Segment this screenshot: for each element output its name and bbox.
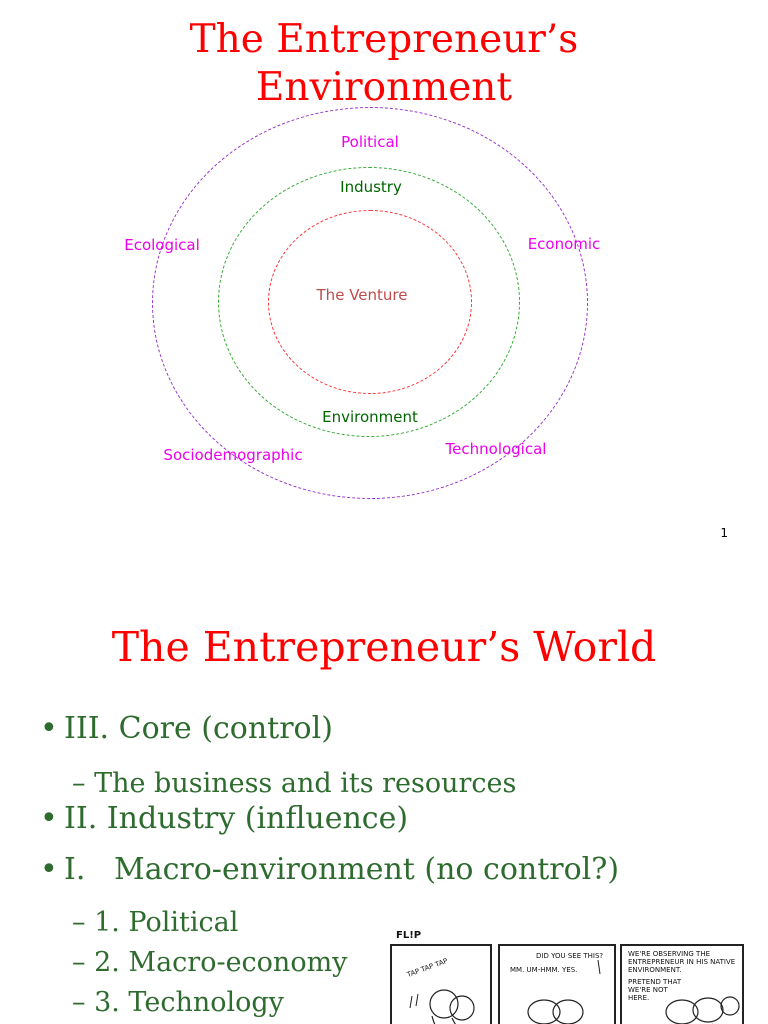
comic-panel-2-reply: MM. UM-HMM. YES. [510,966,578,974]
comic-panel-3-text-2: ENTREPRENEUR IN HIS NATIVE [628,958,736,966]
slide-title-line-1: The Entrepreneur’s [189,17,579,62]
comic-panel-1-drawing [409,989,475,1024]
sub-bullet-macro-economy: – 2. Macro-economy [72,947,348,978]
bullet-core: •III. Core (control) [40,711,333,746]
outer-ring-macro-environment [152,107,588,499]
comic-panel-3-text-1: WE'RE OBSERVING THE [628,950,711,958]
label-technological: Technological [445,440,547,458]
comic-panel-3-text-3: ENVIRONMENT. [628,966,682,974]
comic-panel-3-drawing [665,996,740,1024]
inner-ring-venture [268,210,472,394]
slide-title-line-2: Environment [255,65,513,110]
sub-bullet-political: – 1. Political [72,907,239,938]
comic-panel-2-text: DID YOU SEE THIS? [536,952,604,960]
page-number: 1 [720,526,728,540]
label-environment: Environment [322,408,418,426]
bullet-text: II. Industry (influence) [64,801,409,836]
label-political: Political [341,133,399,151]
bullet-marker: • [40,801,58,836]
label-economic: Economic [527,235,601,253]
bullet-marker: • [40,852,58,887]
slide-title: The Entrepreneur’s World [111,623,657,671]
bullet-text: I. Macro-environment (no control?) [64,852,620,887]
comic-panel-2: DID YOU SEE THIS? MM. UM-HMM. YES. [498,944,616,1024]
bullet-macro-environment: •I. Macro-environment (no control?) [40,852,619,887]
comic-panel-1: TAP TAP TAP [390,944,492,1024]
slide-environment-diagram: The Entrepreneur’s Environment Political… [0,16,768,540]
comic-panel-3: WE'RE OBSERVING THE ENTREPRENEUR IN HIS … [620,944,744,1024]
sub-bullet-core: – The business and its resources [72,768,517,799]
slide-title: The Entrepreneur’s Environment [0,16,768,112]
label-industry: Industry [340,178,402,196]
slide-entrepreneurs-world: The Entrepreneur’s World •III. Core (con… [0,575,768,1024]
bullet-industry: •II. Industry (influence) [40,801,408,836]
bullet-text: III. Core (control) [64,711,333,746]
label-the-venture: The Venture [316,286,408,304]
sub-bullet-technology: – 3. Technology [72,987,284,1018]
label-sociodemographic: Sociodemographic [163,446,303,464]
comic-strip: FL!P TAP TAP TAP DID YOU SEE THIS? MM. U… [388,930,748,1024]
bullet-marker: • [40,711,58,746]
comic-panel-3-text-5: WE'RE NOT [628,986,668,994]
comic-panel-3-text-4: PRETEND THAT [628,978,682,986]
comic-logo: FL!P [396,930,422,941]
middle-ring-industry [218,167,520,437]
comic-panel-2-drawing [527,959,601,1024]
label-ecological: Ecological [124,236,200,254]
comic-panel-3-text-6: HERE. [628,994,650,1002]
